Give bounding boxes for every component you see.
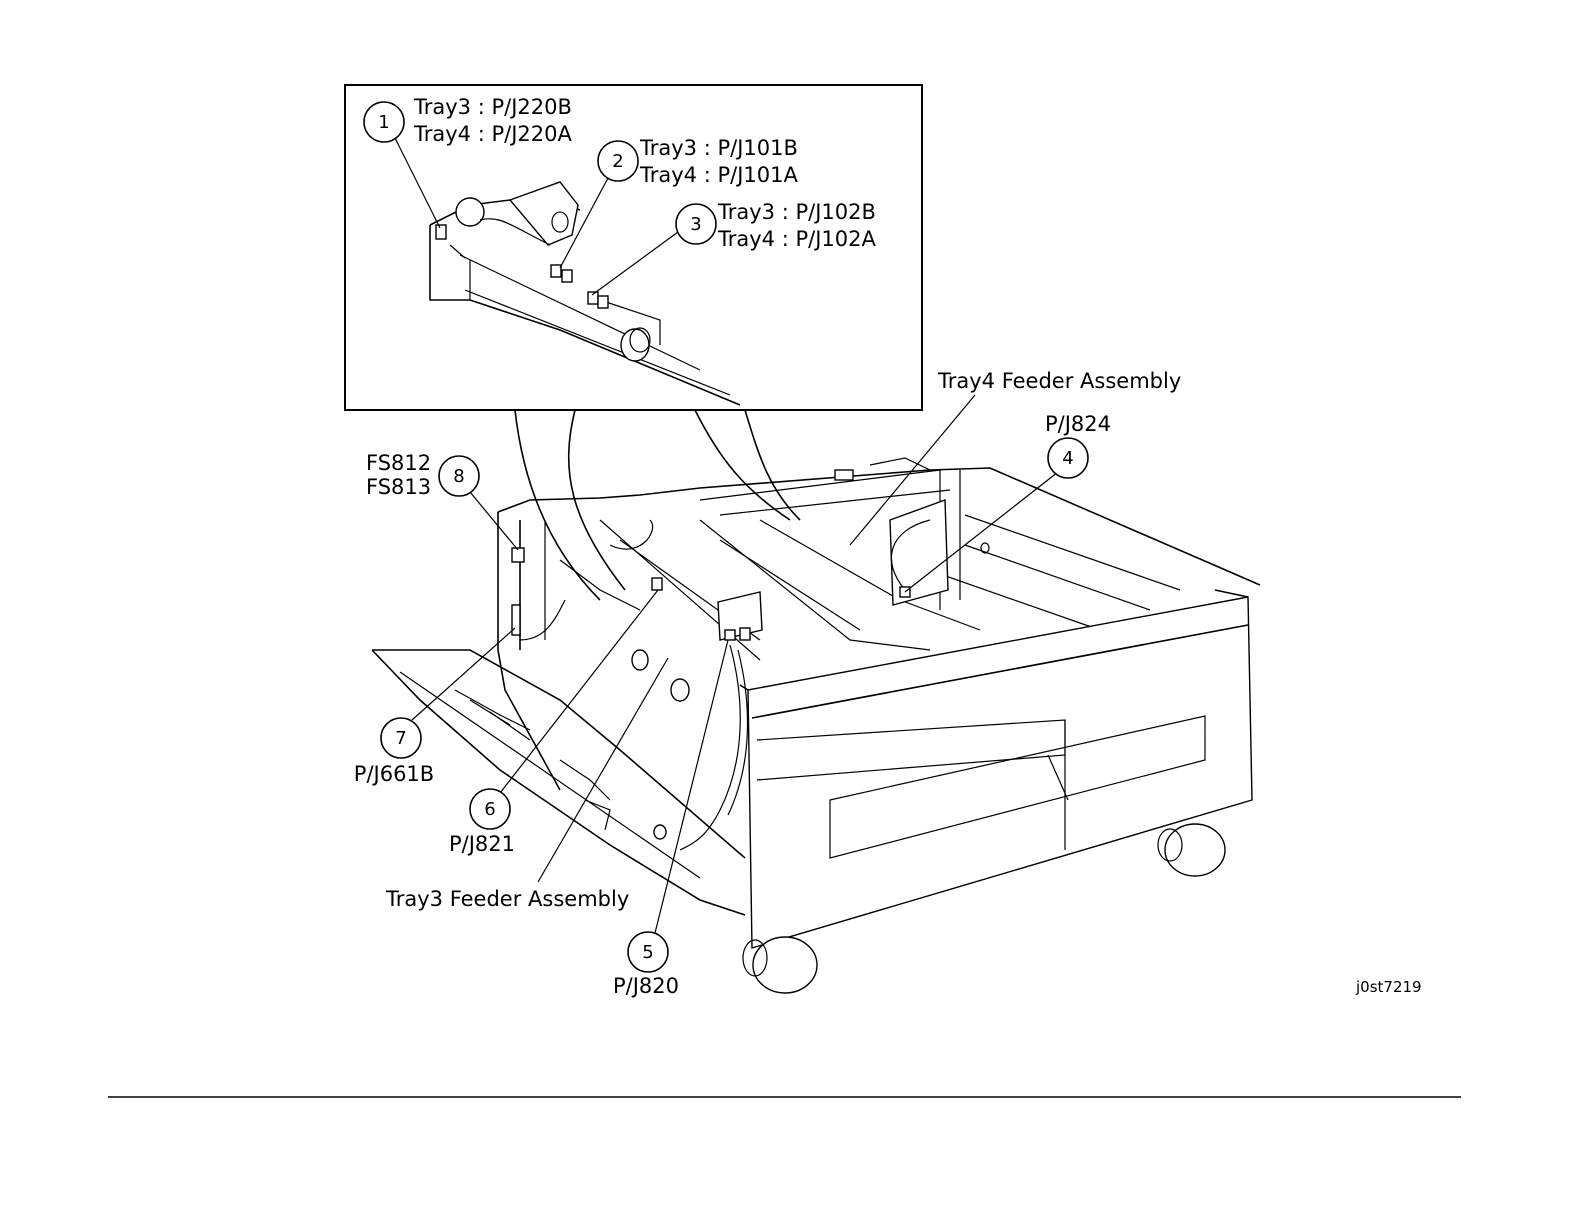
callout-6: 6 P/J821: [449, 789, 515, 856]
callout-7: 7 P/J661B: [354, 718, 434, 786]
callout-label-line: Tray4 : P/J220A: [413, 122, 572, 146]
callout-label-line: Tray3 : P/J101B: [639, 136, 798, 160]
callout-label-line: Tray4 : P/J102A: [717, 227, 876, 251]
callout-number: 8: [453, 466, 464, 487]
callout-number: 4: [1062, 448, 1073, 469]
callout-label-line: P/J824: [1045, 412, 1111, 436]
tray-drawing: [372, 458, 1260, 993]
callout-label-line: P/J661B: [354, 762, 434, 786]
callout-label-line: FS812: [366, 451, 431, 475]
callout-number: 2: [612, 151, 623, 172]
callout-number: 7: [395, 728, 406, 749]
callout-number: 3: [690, 214, 701, 235]
callout-label-line: FS813: [366, 475, 431, 499]
figure-id: j0st7219: [1355, 978, 1422, 996]
callout-label-line: Tray4 : P/J101A: [639, 163, 798, 187]
tray3-feeder-label: Tray3 Feeder Assembly: [385, 887, 629, 911]
callout-label-line: Tray3 : P/J220B: [413, 95, 572, 119]
callout-label-line: P/J820: [613, 974, 679, 998]
callout-number: 6: [484, 799, 495, 820]
callout-4: P/J824 4: [1045, 412, 1111, 478]
callout-8: FS812 FS813 8: [366, 451, 479, 499]
callout-label-line: P/J821: [449, 832, 515, 856]
zoom-lines: [515, 410, 800, 600]
callout-number: 1: [378, 112, 389, 133]
callout-5: 5 P/J820: [613, 932, 679, 998]
tray4-feeder-label: Tray4 Feeder Assembly: [937, 369, 1181, 393]
callout-label-line: Tray3 : P/J102B: [717, 200, 876, 224]
callout-number: 5: [642, 942, 653, 963]
